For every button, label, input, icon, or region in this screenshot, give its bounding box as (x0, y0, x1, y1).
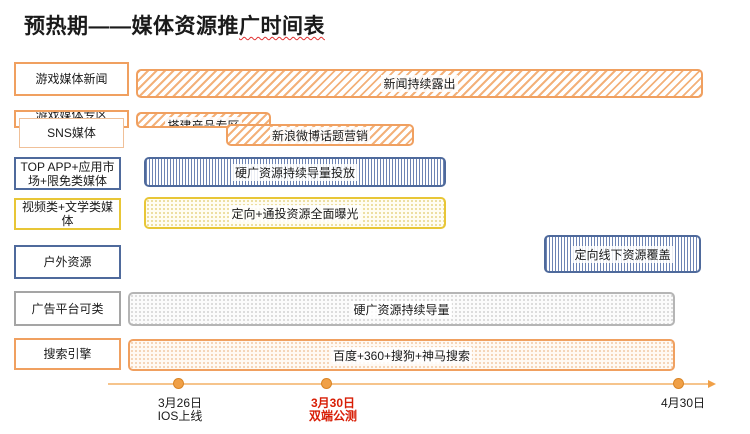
channel-top-app: TOP APP+应用市场+限免类媒体 (14, 157, 121, 190)
bar-news-exposure: 新闻持续露出 (136, 69, 703, 98)
timeline-date-3-day: 4月30日 (660, 396, 706, 410)
channel-outdoor-label: 户外资源 (43, 255, 92, 269)
bar-hard-guide-label: 硬广资源持续导量 (351, 300, 452, 318)
timeline-date-3: 4月30日 (638, 397, 728, 410)
timeline-date-1-event: IOS上线 (157, 409, 203, 423)
timeline-date-2-day: 3月30日 (310, 396, 356, 410)
channel-ad-platform-label: 广告平台可类 (31, 301, 104, 316)
bar-build-zone-label: 搭建产品专区 (165, 117, 242, 126)
timeline-date-2-event: 双端公测 (308, 409, 357, 423)
bar-weibo-label: 新浪微博话题营销 (269, 126, 370, 144)
timeline-date-1-day: 3月26日 (157, 396, 203, 410)
bar-outdoor-cover: 定向线下资源覆盖 (544, 235, 701, 273)
timeline-date-1: 3月26日 IOS上线 (135, 397, 225, 423)
title-main: 预热期——媒体资源推 (24, 15, 239, 38)
bar-targeted: 定向+通投资源全面曝光 (144, 197, 446, 229)
timeline-arrow-icon (708, 380, 716, 388)
channel-search-label: 搜索引擎 (43, 347, 92, 361)
channel-game-media-hidden-label: 游戏媒体专区 (35, 110, 108, 122)
timeline-marker-3 (673, 378, 684, 389)
title-tail: 广时间表 (239, 15, 325, 38)
bar-news-exposure-label: 新闻持续露出 (381, 75, 458, 92)
bar-hard-ad: 硬广资源持续导量投放 (144, 157, 446, 187)
channel-sns-label: SNS媒体 (47, 126, 96, 140)
page-title: 预热期——媒体资源推广时间表 (24, 10, 325, 40)
bar-search-engines-label: 百度+360+搜狗+神马搜索 (330, 346, 473, 364)
bar-weibo: 新浪微博话题营销 (226, 124, 414, 146)
timeline-date-2: 3月30日 双端公测 (288, 397, 378, 423)
channel-video-lit: 视频类+文学类媒体 (14, 198, 121, 230)
channel-top-app-label: TOP APP+应用市场+限免类媒体 (20, 159, 115, 188)
channel-outdoor: 户外资源 (14, 245, 121, 279)
bar-hard-guide: 硬广资源持续导量 (128, 292, 675, 326)
channel-game-news-label: 游戏媒体新闻 (35, 72, 108, 86)
channel-video-lit-label: 视频类+文学类媒体 (21, 200, 113, 228)
bar-outdoor-cover-label: 定向线下资源覆盖 (572, 245, 673, 263)
timeline-marker-2 (321, 378, 332, 389)
bar-search-engines: 百度+360+搜狗+神马搜索 (128, 339, 675, 371)
bar-targeted-label: 定向+通投资源全面曝光 (229, 204, 361, 222)
channel-ad-platform: 广告平台可类 (14, 291, 121, 326)
channel-game-news: 游戏媒体新闻 (14, 62, 129, 96)
channel-sns: SNS媒体 (19, 118, 124, 148)
bar-hard-ad-label: 硬广资源持续导量投放 (232, 163, 357, 181)
timeline-marker-1 (173, 378, 184, 389)
channel-search: 搜索引擎 (14, 338, 121, 370)
